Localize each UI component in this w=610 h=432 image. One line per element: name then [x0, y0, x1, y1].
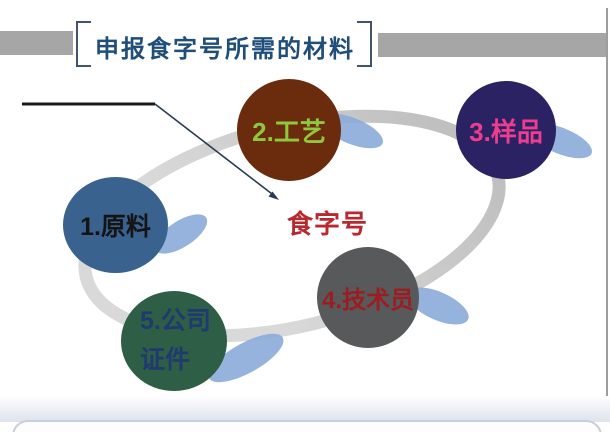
callout-line-diagonal: [154, 103, 277, 198]
node-process-label: 2.工艺: [252, 116, 326, 147]
comet-drop-node1: [154, 214, 208, 254]
node-technician: 4.技术员: [317, 247, 419, 348]
bottom-rounded-panel: [12, 420, 602, 432]
node-technician-label: 4.技术员: [321, 287, 414, 314]
callout-arrowhead-icon: [268, 191, 279, 200]
node-raw-materials-label: 1.原料: [80, 213, 151, 241]
page-title: 申报食字号所需的材料: [95, 36, 355, 63]
node-company-documents-label-line2: 证件: [140, 346, 191, 374]
node-raw-materials: 1.原料: [63, 177, 168, 273]
slide-edge-line: [606, 8, 608, 415]
comet-drop-node4: [407, 287, 469, 325]
title-left-bracket: [76, 21, 91, 67]
comet-drop-node5: [208, 333, 284, 383]
title-bar-right-segment: [378, 33, 606, 57]
title-bar-left-segment: [0, 31, 73, 55]
center-label: 食字号: [287, 209, 369, 239]
node-sample-label: 3.样品: [469, 116, 543, 147]
node-sample: 3.样品: [456, 81, 556, 179]
title-right-bracket: [357, 21, 372, 67]
bottom-gradient-band: [0, 396, 610, 422]
node-company-documents-label-line1: 5.公司: [140, 307, 211, 335]
node-company-documents: 5.公司 证件: [121, 291, 227, 391]
node-process: 2.工艺: [237, 79, 341, 181]
